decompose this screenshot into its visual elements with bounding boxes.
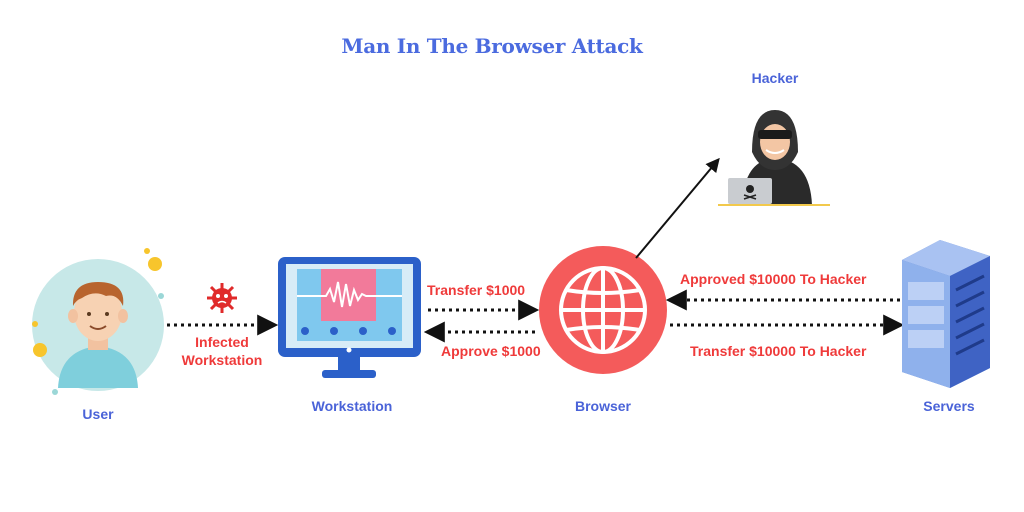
infected-workstation-label: Infected Workstation [172, 333, 272, 369]
hacker-label: Hacker [751, 70, 799, 86]
approved-10000-label: Approved $10000 To Hacker [680, 271, 867, 287]
infected-line-2: Workstation [181, 352, 263, 368]
workstation-label: Workstation [311, 398, 393, 414]
edge-browser-hacker [635, 157, 720, 259]
transfer-10000-label: Transfer $10000 To Hacker [690, 343, 867, 359]
transfer-1000-label: Transfer $1000 [427, 282, 526, 298]
servers-label: Servers [923, 398, 975, 414]
diagram-title: Man In The Browser Attack [341, 34, 643, 58]
server-rack-icon [902, 240, 990, 388]
user-avatar-icon [32, 248, 164, 395]
user-label: User [82, 406, 114, 422]
infected-line-1: Infected [195, 334, 249, 350]
monitor-icon [278, 257, 421, 378]
browser-label: Browser [574, 398, 632, 414]
approve-1000-label: Approve $1000 [441, 343, 541, 359]
virus-icon [207, 283, 237, 313]
globe-icon [539, 246, 667, 374]
hacker-icon [718, 110, 830, 206]
